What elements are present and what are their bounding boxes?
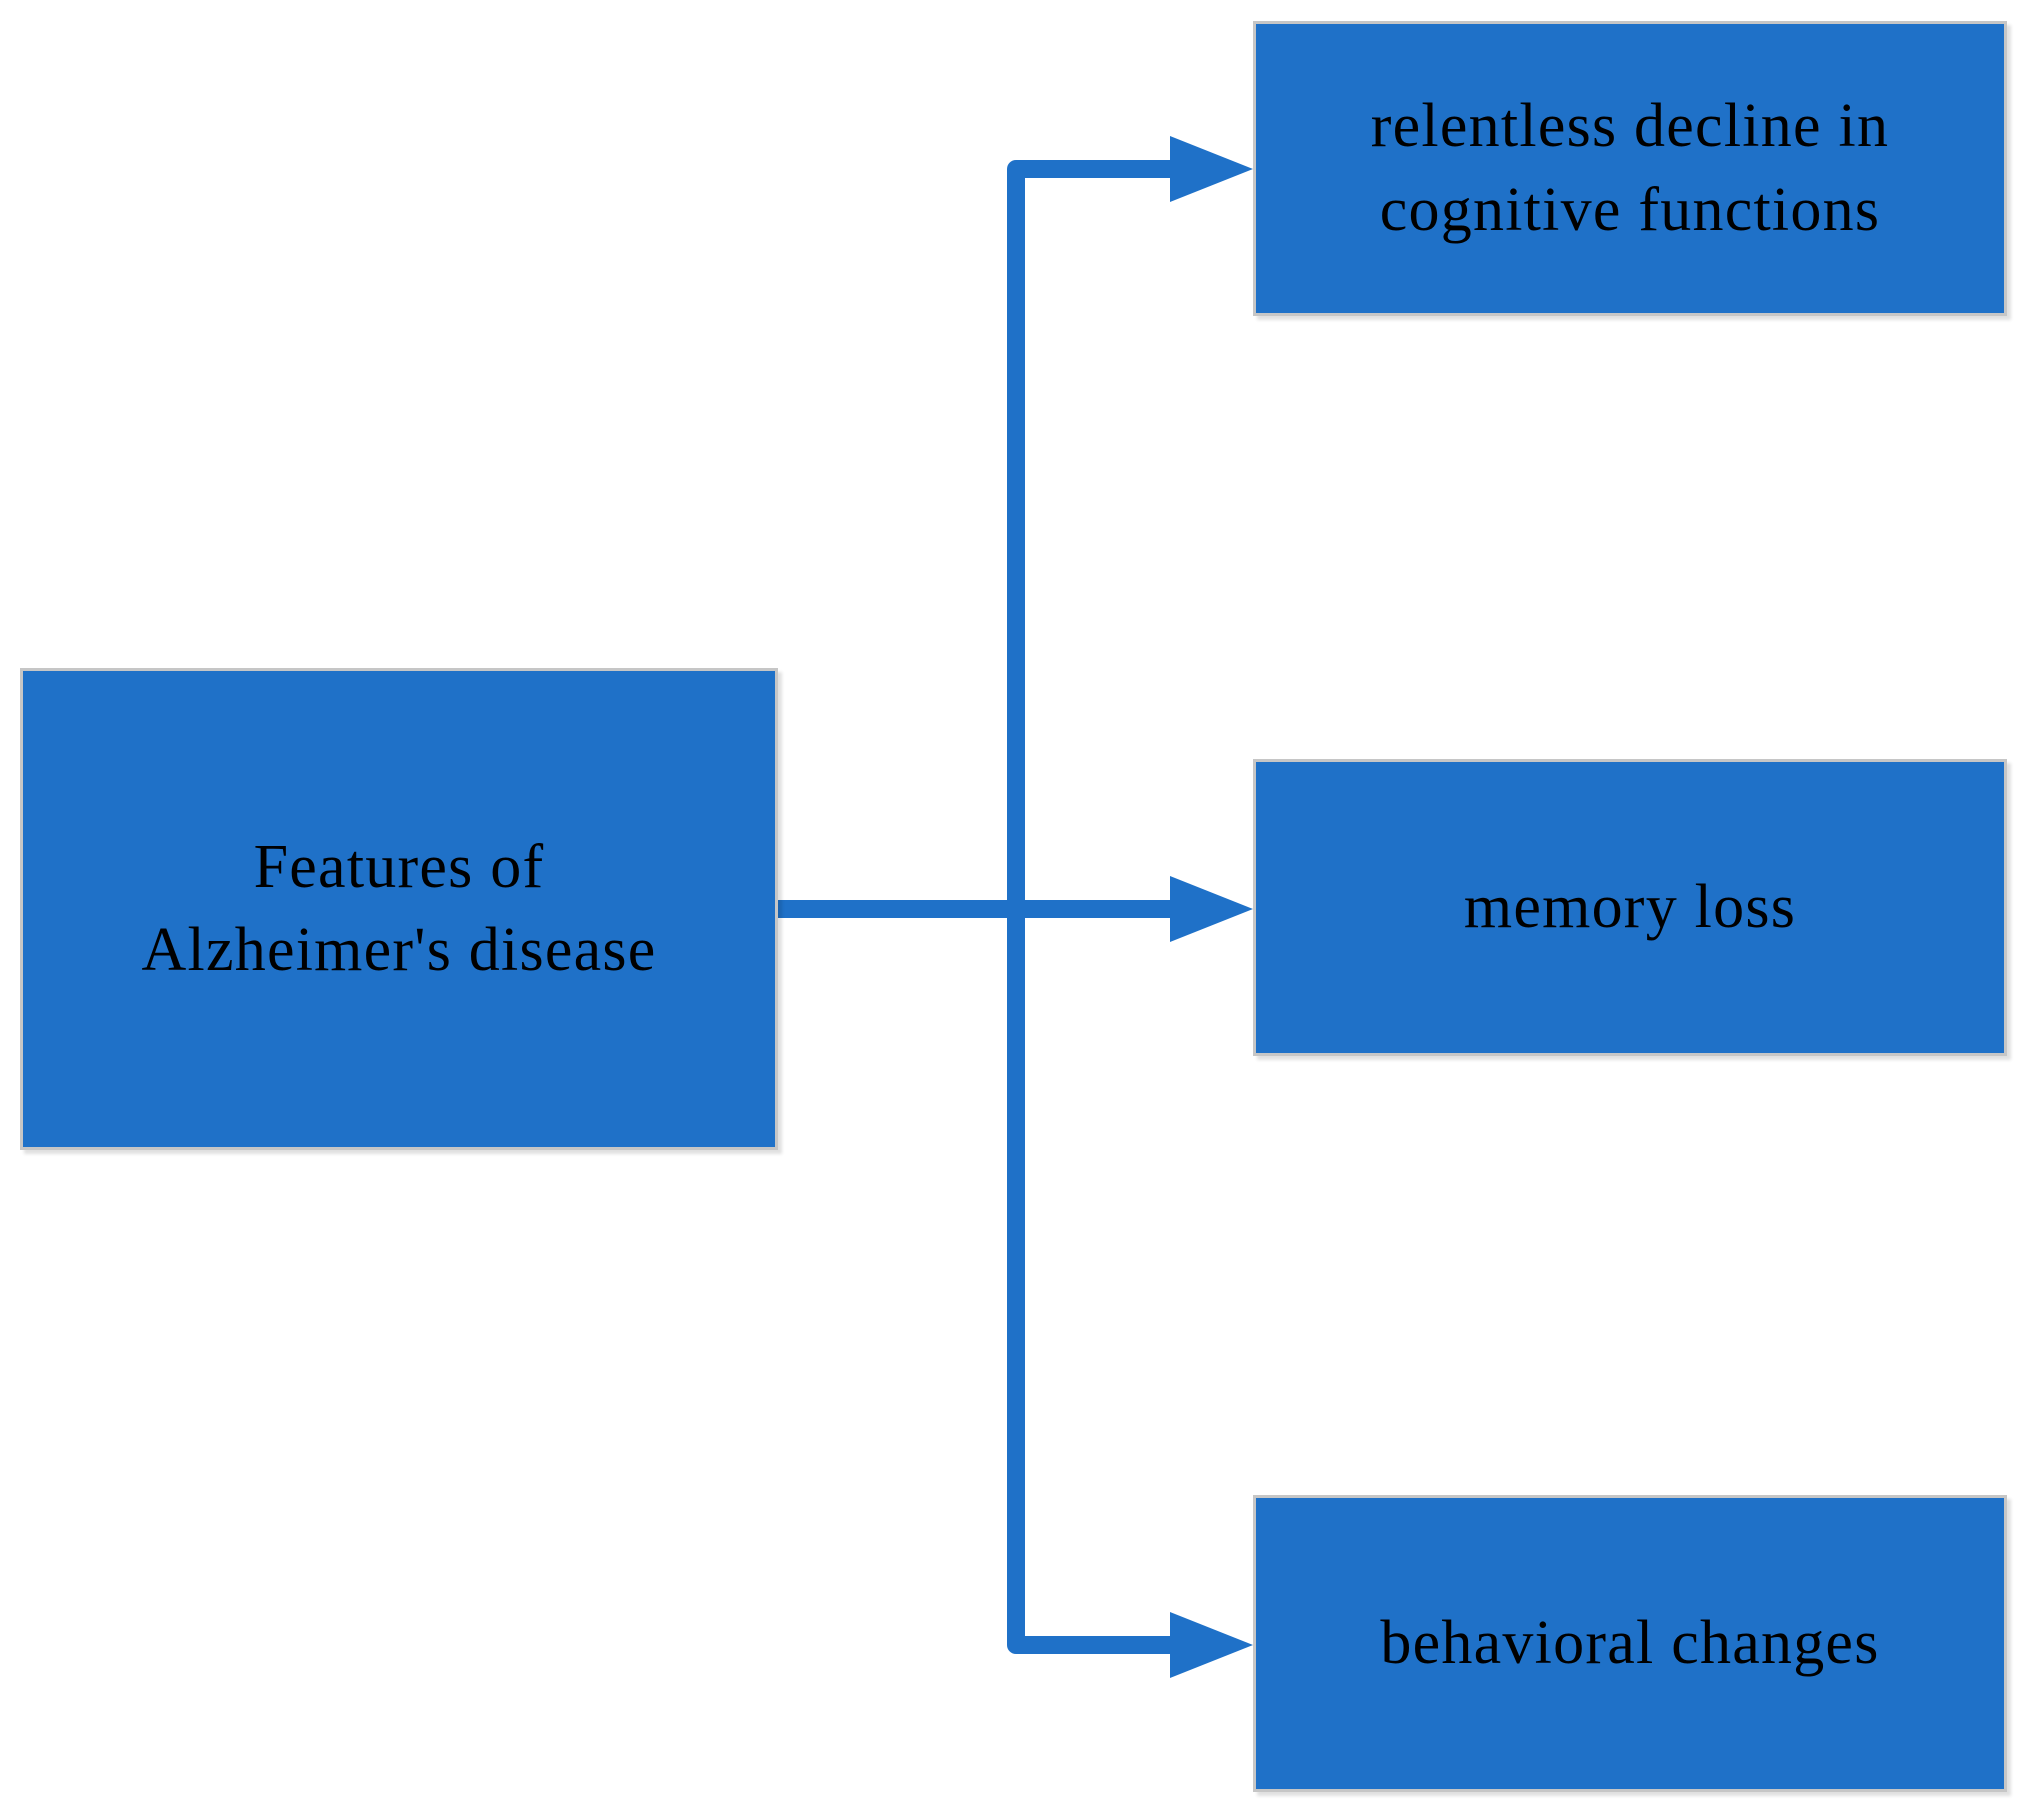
branch-node-behavioral-changes: behavioral changes [1253,1495,2007,1792]
root-node-label: Features of Alzheimer's disease [141,832,657,984]
branch-node-cognitive-decline: relentless decline in cognitive function… [1253,21,2007,316]
branch-node-memory-loss: memory loss [1253,759,2007,1056]
branch-node-cognitive-decline-label: relentless decline in cognitive function… [1370,92,1890,244]
branch-node-memory-loss-label: memory loss [1463,872,1797,941]
connector-branch-top [1007,160,1176,909]
arrowhead-top-icon [1170,136,1253,202]
branch-node-behavioral-changes-label: behavioral changes [1380,1608,1880,1677]
connector-branch-bottom [1007,909,1176,1654]
root-node-features-of-alzheimers: Features of Alzheimer's disease [20,668,778,1150]
arrowhead-middle-icon [1170,876,1253,942]
arrowhead-bottom-icon [1170,1612,1253,1678]
